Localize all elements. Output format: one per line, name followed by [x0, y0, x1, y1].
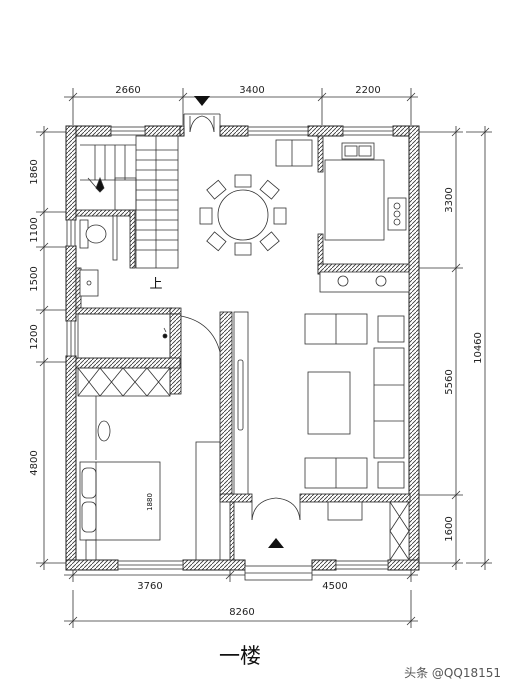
- side-table-bottom: [377, 461, 405, 489]
- shoe-cabinet: [389, 501, 410, 561]
- dim-left-4: 1200: [29, 324, 40, 349]
- dim-left-3: 1500: [29, 266, 40, 291]
- dim-right-1: 3300: [444, 187, 455, 212]
- bed-size-label: 1880: [146, 493, 154, 511]
- dining-table: [217, 189, 269, 241]
- bathtub: [77, 313, 171, 359]
- dim-top-1: 2660: [115, 85, 140, 96]
- bar-counter: [319, 271, 410, 293]
- dimension-labels: 2660 3400 2200 3760 4500 8260 1860 1100 …: [29, 85, 484, 618]
- back-entrance-arrow-icon: [268, 538, 284, 548]
- stair-up-label: 上: [149, 277, 162, 292]
- dim-left-1: 1860: [29, 159, 40, 184]
- bathroom-partition: [112, 215, 118, 261]
- entrance-arrow-icon: [194, 96, 210, 106]
- dim-right-2: 5560: [444, 369, 455, 394]
- dim-bottom-2: 4500: [322, 581, 347, 592]
- bedroom: [77, 367, 221, 561]
- coffee-table: [307, 371, 351, 435]
- watermark: 头条 @QQ18151: [404, 666, 501, 680]
- dim-top-2: 3400: [239, 85, 264, 96]
- sideboard: [275, 139, 313, 167]
- dim-top-3: 2200: [355, 85, 380, 96]
- sofa-right: [373, 347, 405, 459]
- dim-left-5: 4800: [29, 450, 40, 475]
- entrance-door: [183, 113, 221, 133]
- bedroom-cabinet: [195, 441, 221, 561]
- side-table-top: [377, 315, 405, 343]
- staircase: [80, 135, 179, 269]
- dining-area: [199, 139, 313, 256]
- kitchen: [319, 142, 410, 293]
- washbasin: [79, 269, 99, 297]
- desk-chair: [97, 420, 111, 442]
- living-room: [233, 311, 410, 561]
- windows: [66, 126, 394, 581]
- wardrobe: [77, 367, 171, 397]
- dim-bottom-1: 3760: [137, 581, 162, 592]
- dim-right-3: 1600: [444, 516, 455, 541]
- dim-total: 8260: [229, 607, 254, 618]
- entry-bench: [327, 501, 363, 521]
- bathroom-fixtures: [77, 215, 221, 359]
- toilet-bowl: [85, 224, 107, 244]
- dim-left-2: 1100: [29, 217, 40, 242]
- dimension-lines: [36, 88, 492, 628]
- dim-right-total: 10460: [473, 332, 484, 364]
- inner-double-door: [251, 497, 301, 521]
- bed: [79, 461, 161, 541]
- kitchen-counter: [324, 159, 385, 241]
- floor-title: 一楼: [219, 644, 261, 668]
